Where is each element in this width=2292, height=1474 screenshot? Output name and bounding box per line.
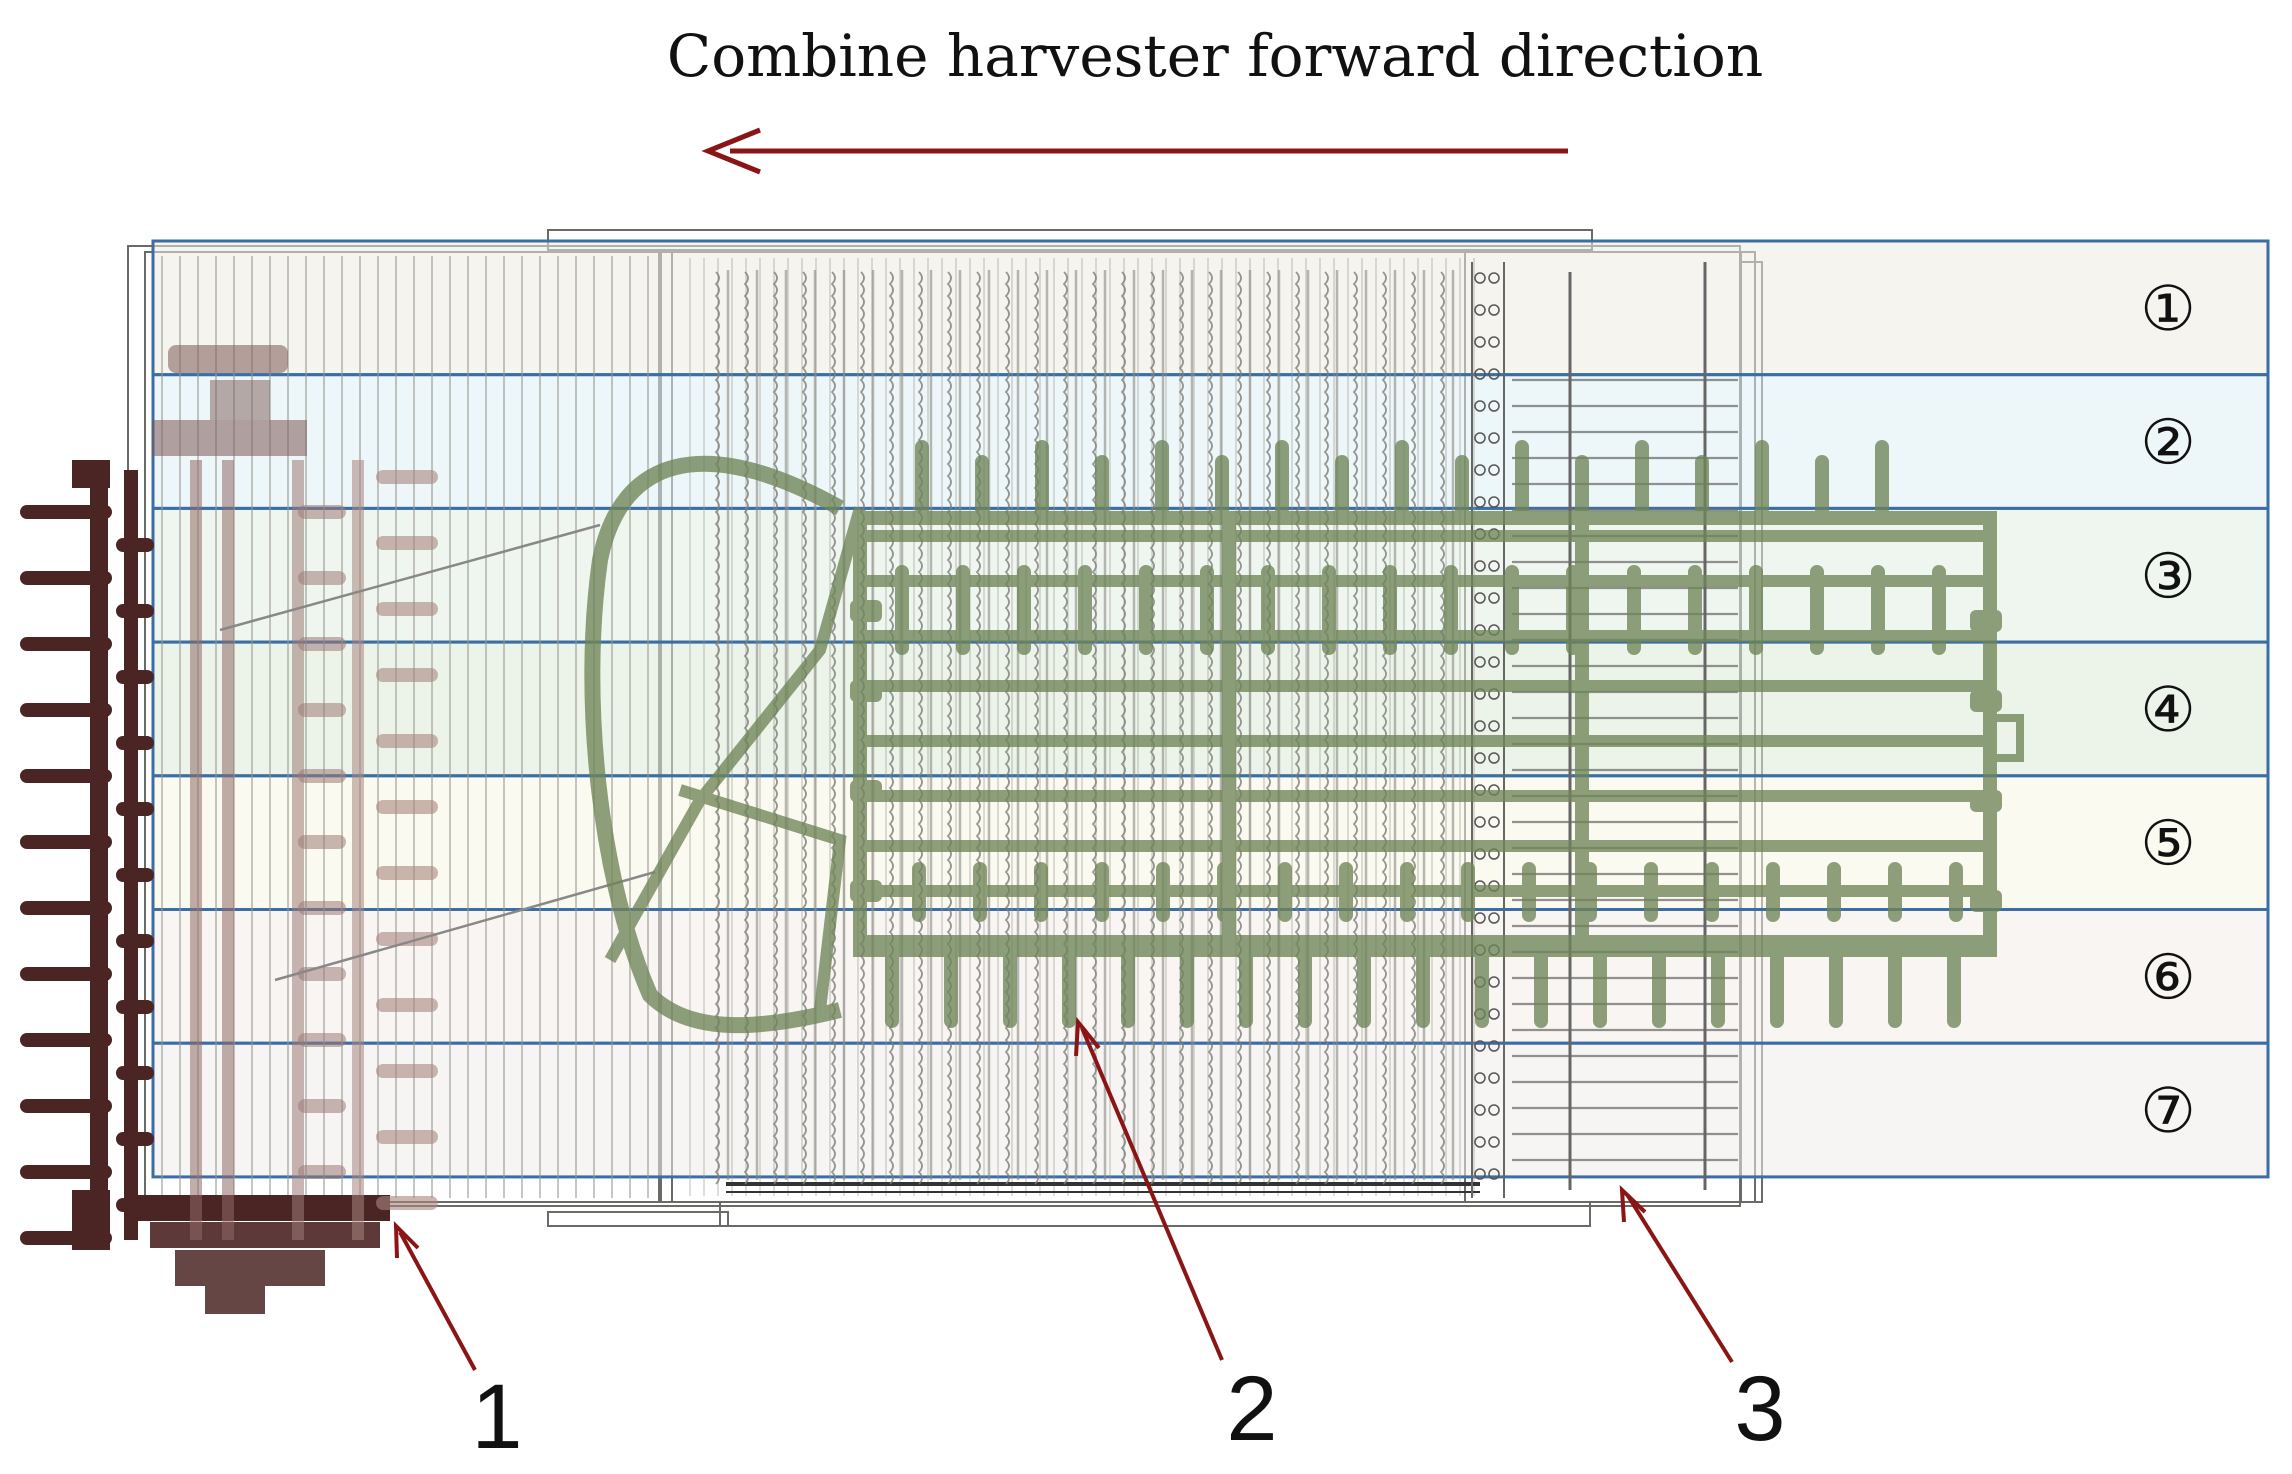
zone-label-1: ① [2140,272,2196,345]
callout-label-1: 1 [471,1366,522,1468]
zone-label-7: ⑦ [2140,1074,2196,1147]
sieve-frame-overlay [584,440,2024,1034]
zone-label-2: ② [2140,406,2196,479]
conveyor-assembly [20,345,656,1314]
callout-3: 3 [1619,1185,1786,1460]
zone-label-3: ③ [2140,539,2196,612]
zone-band-1 [151,239,2270,377]
callout-2: 2 [1074,1016,1278,1460]
callout-label-3: 3 [1734,1358,1785,1460]
forward-direction-arrow [701,127,1568,175]
zone-label-4: ④ [2140,673,2196,746]
zone-label-6: ⑥ [2140,940,2196,1013]
callout-1: 1 [393,1221,523,1468]
diagram-title: Combine harvester forward direction [667,22,1763,90]
callout-label-2: 2 [1226,1358,1277,1460]
zone-label-5: ⑤ [2140,807,2196,880]
zone-band-4 [151,640,2270,778]
zone-labels: ① ② ③ ④ ⑤ ⑥ ⑦ [2140,272,2196,1147]
sieve-louvres [714,270,1455,1185]
